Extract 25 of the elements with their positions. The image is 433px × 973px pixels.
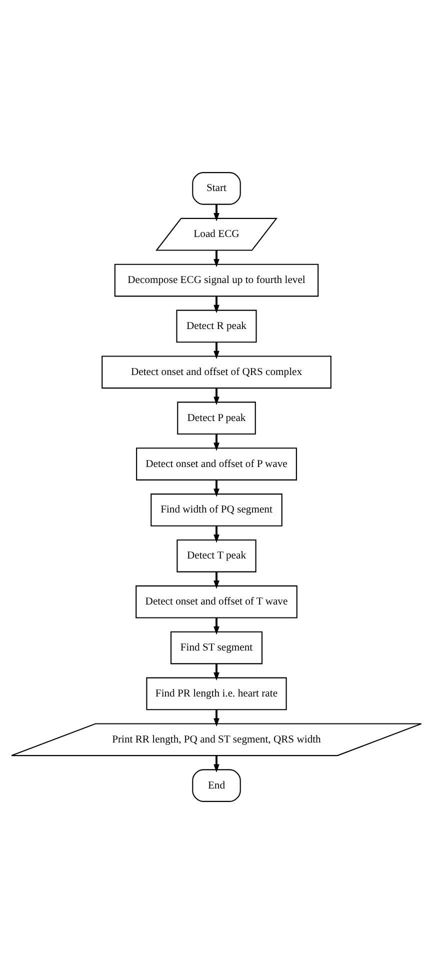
node-box: Detect P peak (177, 401, 256, 434)
node-box: Decompose ECG signal up to fourth level (114, 263, 319, 296)
arrow (214, 434, 220, 451)
arrow (214, 250, 220, 267)
arrow (214, 480, 220, 496)
node-box: Find PR length i.e. heart rate (146, 676, 287, 710)
node-box: End (192, 768, 241, 802)
arrow (214, 526, 220, 542)
node-box: Detect R peak (176, 309, 257, 342)
arrow (214, 663, 220, 680)
node-box: Detect onset and offset of T wave (136, 584, 298, 618)
node-box: Detect onset and offset of P wave (136, 447, 297, 480)
node-box: Find width of PQ segment (150, 493, 282, 526)
arrow (214, 617, 220, 634)
arrow (214, 388, 220, 405)
node-box: Detect T peak (176, 538, 256, 572)
arrow (214, 571, 220, 588)
arrow (214, 342, 220, 359)
arrow (214, 709, 220, 726)
node-box: Find ST segment (170, 630, 263, 664)
arrow (214, 296, 220, 313)
node-box: Detect onset and offset of QRS complex (102, 355, 332, 388)
arrow (214, 755, 220, 772)
node-box: Start (192, 172, 241, 204)
arrow (214, 204, 220, 221)
